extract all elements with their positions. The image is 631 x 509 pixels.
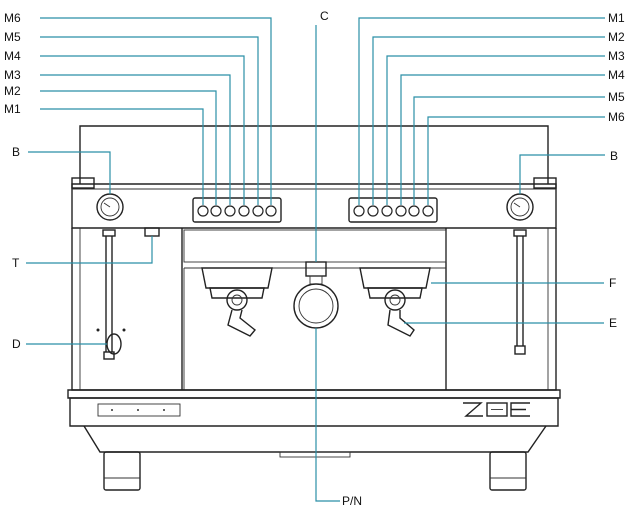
label-left-m4: M4: [4, 49, 21, 63]
leader-lines: [26, 17, 605, 502]
label-right-m5: M5: [608, 90, 625, 104]
left-steam-wand: [102, 229, 116, 360]
center-hot-water-outlet: [293, 261, 339, 329]
label-right-m4: M4: [608, 68, 625, 82]
machine-outline: [67, 125, 561, 491]
label-left-m5: M5: [4, 30, 21, 44]
hot-water-tap: [144, 227, 160, 237]
label-b-left: B: [12, 145, 20, 159]
label-c: C: [320, 9, 329, 23]
label-t: T: [12, 256, 20, 270]
zoe-logo: [463, 402, 530, 417]
right-keypad: [348, 197, 438, 223]
label-d: D: [12, 337, 21, 351]
label-right-m2: M2: [608, 30, 625, 44]
label-left-m2: M2: [4, 84, 21, 98]
label-e: E: [609, 316, 617, 330]
left-portafilter: [201, 267, 273, 337]
label-f: F: [609, 276, 616, 290]
label-right-m1: M1: [608, 11, 625, 25]
label-left-m6: M6: [4, 11, 21, 25]
label-left-m1: M1: [4, 102, 21, 116]
right-steam-wand: [513, 229, 527, 355]
label-pn: P/N: [342, 494, 362, 508]
label-b-right: B: [610, 149, 618, 163]
steam-tap-knob: [96, 328, 126, 355]
label-right-m6: M6: [608, 110, 625, 124]
callout-labels: M6 M5 M4 M3 M2 M1 C M1 M2 M3 M4 M5 M6 B …: [4, 9, 625, 508]
right-pressure-gauge: [506, 193, 534, 221]
right-portafilter: [359, 267, 431, 337]
left-keypad: [192, 197, 282, 223]
left-pressure-gauge: [96, 193, 124, 221]
label-right-m3: M3: [608, 49, 625, 63]
label-left-m3: M3: [4, 68, 21, 82]
